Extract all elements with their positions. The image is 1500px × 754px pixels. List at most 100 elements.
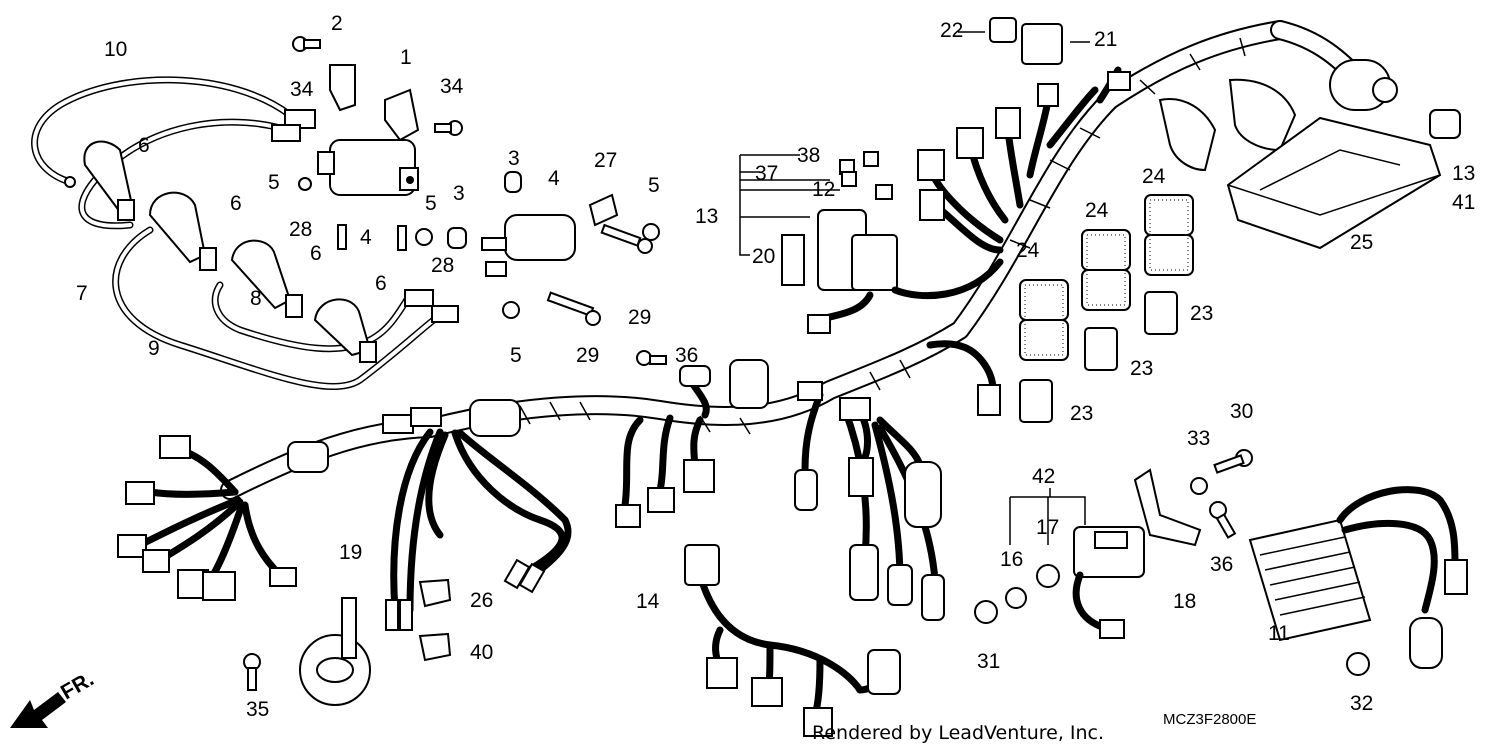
callout-24-2: 24 <box>1085 199 1109 222</box>
callout-1: 1 <box>400 46 412 69</box>
callout-4: 4 <box>548 167 560 190</box>
cap-3-a <box>447 227 467 249</box>
lower-middle-wires <box>390 428 572 614</box>
sub-harness-connector-2 <box>706 657 738 689</box>
callout-24: 24 <box>1016 239 1040 262</box>
callout-6-2: 6 <box>230 192 242 215</box>
horn <box>299 597 371 706</box>
connector-center-7 <box>848 457 874 497</box>
callout-32: 32 <box>1350 692 1373 715</box>
fuse-box <box>807 209 1004 334</box>
connector-center-1 <box>615 504 641 528</box>
sub-harness-connector-3 <box>751 677 783 707</box>
callout-5-2: 5 <box>425 192 437 215</box>
clip-22 <box>989 17 1017 43</box>
callout-20: 20 <box>752 245 775 268</box>
callout-29-2: 29 <box>576 344 599 367</box>
ignition-coil <box>317 139 419 196</box>
clamp-26 <box>418 578 452 608</box>
connector-upper-6 <box>919 189 945 221</box>
connector-center-5 <box>679 365 711 387</box>
callout-10: 10 <box>104 38 127 61</box>
clamp-5-c <box>642 223 660 241</box>
unit-42-connector <box>1099 619 1125 639</box>
lead-terminal-4 <box>431 305 459 323</box>
callout-19: 19 <box>339 541 362 564</box>
starter-relay <box>481 214 576 277</box>
ignition-wires <box>31 76 444 390</box>
collar-16 <box>1005 587 1027 609</box>
connector-center-6 <box>797 381 823 401</box>
connector-left-3 <box>117 534 147 558</box>
clamp-5-b <box>415 228 433 246</box>
harness-grommet <box>287 441 329 473</box>
callout-7: 7 <box>76 282 88 305</box>
sensor-center-2 <box>921 574 945 621</box>
callout-27: 27 <box>594 149 617 172</box>
clip-27 <box>588 193 619 227</box>
callout-30: 30 <box>1230 400 1253 423</box>
fuse-12 <box>875 184 893 200</box>
bracket-2 <box>329 64 356 112</box>
connector-upper-3 <box>995 107 1021 139</box>
callout-13: 13 <box>695 205 718 228</box>
callout-5-3: 5 <box>648 174 660 197</box>
callout-14: 14 <box>636 590 660 613</box>
bolt-36-b <box>1209 501 1237 539</box>
harness-sleeve <box>469 399 521 437</box>
callout-34: 34 <box>290 78 314 101</box>
leader-lines <box>739 31 1090 545</box>
callout-5: 5 <box>268 171 280 194</box>
callout-5-4: 5 <box>510 344 522 367</box>
connector-top-mid-2 <box>410 407 442 427</box>
callout-31: 31 <box>977 650 1000 673</box>
callout-36-2: 36 <box>1210 553 1233 576</box>
callout-6-4: 6 <box>375 272 387 295</box>
spark-plug-cap-1 <box>83 140 135 221</box>
connector-upper-5 <box>1107 71 1131 91</box>
callout-35: 35 <box>246 698 269 721</box>
connector-top-mid-1 <box>382 414 414 434</box>
bolt-28-b <box>397 225 407 251</box>
callout-28-2: 28 <box>431 254 454 277</box>
callout-37: 37 <box>755 162 778 185</box>
bolt-29-a <box>600 223 653 254</box>
callout-8: 8 <box>250 287 262 310</box>
callout-11: 11 <box>1268 622 1290 645</box>
lead-end <box>64 176 76 188</box>
fuse-38-b <box>863 151 879 167</box>
callout-6-3: 6 <box>310 242 322 265</box>
connector-center-9 <box>887 564 913 606</box>
bolt-34-a <box>292 36 321 52</box>
terminal-lead-a <box>385 599 399 631</box>
lead-terminal-3 <box>404 289 434 307</box>
callout-2: 2 <box>331 12 343 35</box>
nut-31 <box>974 600 998 624</box>
callout-23: 23 <box>1190 302 1213 325</box>
callout-41: 41 <box>1452 191 1475 214</box>
callout-3-2: 3 <box>453 182 465 205</box>
callout-21: 21 <box>1094 28 1117 51</box>
regulator-rectifier <box>1248 486 1468 669</box>
connector-center-8 <box>849 544 879 601</box>
fuse-cover-20 <box>781 234 805 286</box>
callout-23-2: 23 <box>1130 357 1153 380</box>
callout-42: 42 <box>1032 465 1055 488</box>
sub-harness-connector-1 <box>684 544 720 586</box>
callout-25: 25 <box>1350 231 1373 254</box>
callout-16: 16 <box>1000 548 1023 571</box>
connector-upper-4 <box>1037 83 1059 107</box>
callout-33: 33 <box>1187 427 1210 450</box>
relay-24-a <box>1019 279 1069 361</box>
callout-22: 22 <box>940 19 963 42</box>
callout-12: 12 <box>812 178 835 201</box>
regulator-plug <box>1409 617 1443 669</box>
spark-plug-cap-2 <box>148 191 217 271</box>
bolt-34-b <box>434 120 463 136</box>
bolt-36-a <box>636 350 667 366</box>
callout-38: 38 <box>797 144 820 167</box>
connector-left-6 <box>202 571 236 601</box>
ecu-unit <box>1226 116 1442 250</box>
